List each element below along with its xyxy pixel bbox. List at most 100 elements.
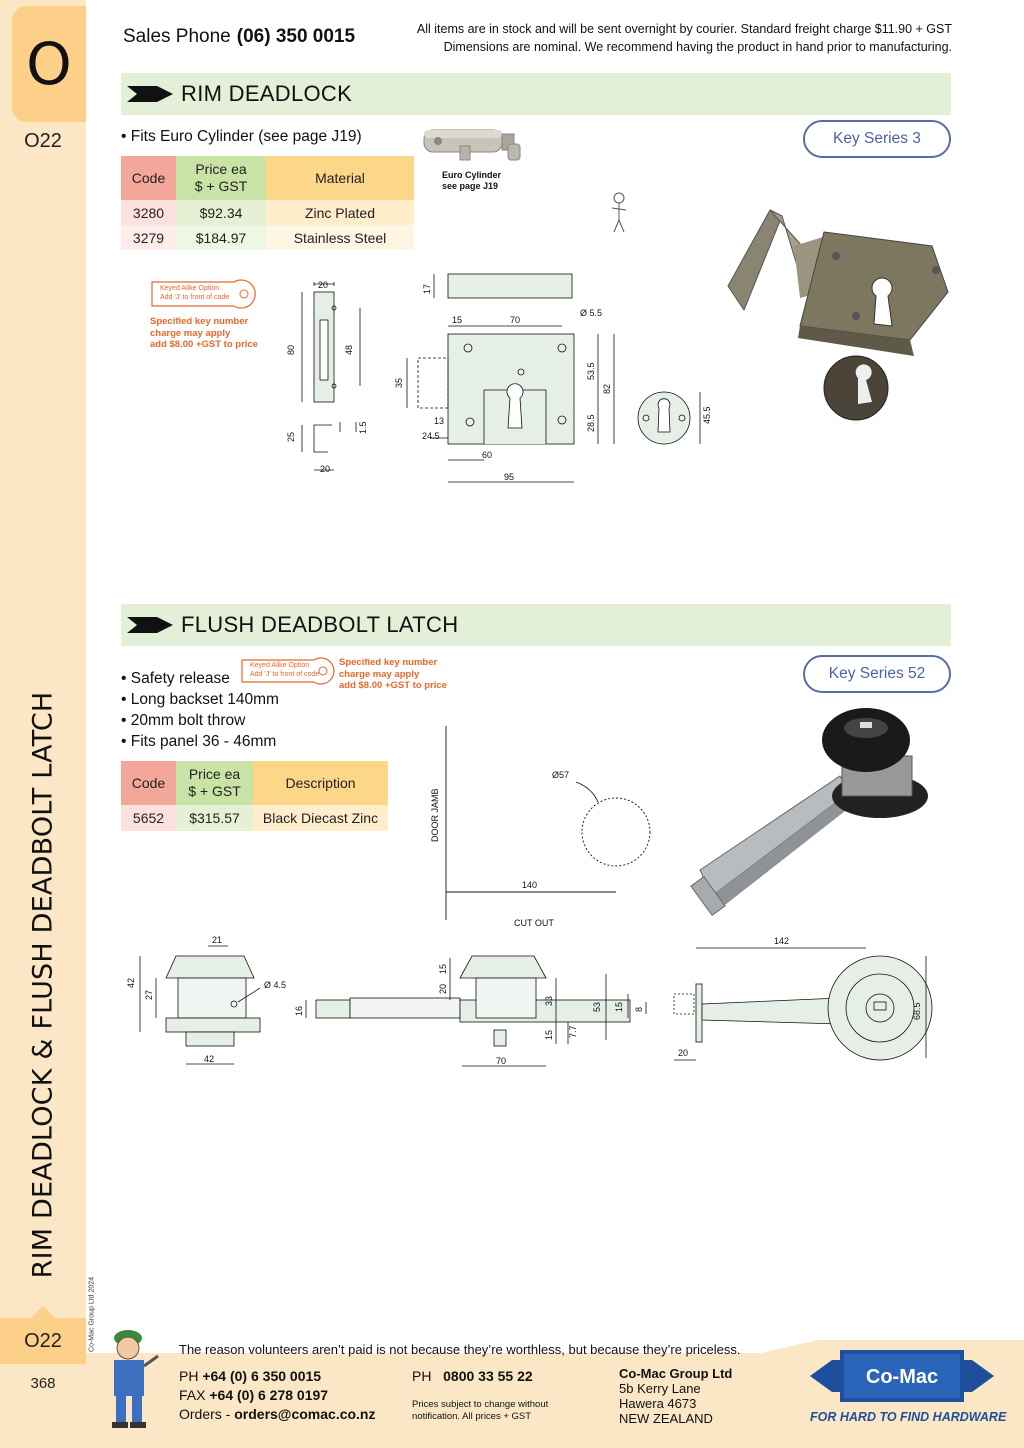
footer-fax[interactable]: +64 (0) 6 278 0197: [209, 1387, 329, 1403]
dim-17: 17: [422, 284, 432, 294]
dim-35: 35: [394, 378, 404, 388]
flush-key-series-button[interactable]: Key Series 52: [803, 655, 951, 693]
footer-prices-note: Prices subject to change without notific…: [412, 1399, 548, 1423]
flush-bullet-4: • Fits panel 36 - 46mm: [121, 733, 277, 750]
header-note-line2: Dimensions are nominal. We recommend hav…: [443, 40, 952, 54]
footer-orders-email[interactable]: orders@comac.co.nz: [234, 1406, 376, 1422]
company-addr2: Hawera 4673: [619, 1396, 697, 1411]
dim-42-side: 42: [126, 978, 136, 988]
dim-20: 20: [438, 984, 448, 994]
flush-deadbolt-photo: [690, 708, 928, 916]
dim-70: 70: [510, 315, 520, 325]
footer-phone[interactable]: +64 (0) 6 350 0015: [202, 1368, 322, 1384]
rim-row2-material: Stainless Steel: [266, 225, 414, 250]
section-tab-letter[interactable]: O: [12, 6, 86, 122]
keyed-alike-tag-icon: [241, 657, 335, 685]
dim-1-5: 1.5: [358, 421, 368, 434]
flush-bullet-2: • Long backset 140mm: [121, 691, 279, 708]
flush-deadbolt-title: FLUSH DEADBOLT LATCH: [181, 612, 459, 637]
flush-deadbolt-section-bar: FLUSH DEADBOLT LATCH: [121, 604, 951, 646]
dim-15-right: 15: [614, 1002, 624, 1012]
rim-bullet: • Fits Euro Cylinder (see page J19): [121, 128, 362, 145]
flush-bullet-1: • Safety release: [121, 670, 230, 687]
rim-row1-material: Zinc Plated: [266, 200, 414, 225]
keyed-alike-tag-icon: [151, 279, 256, 309]
door-jamb-label: DOOR JAMB: [430, 788, 440, 842]
flush-col-price-line1: Price ea: [188, 766, 241, 782]
flush-row1-code: 5652: [121, 805, 176, 831]
rim-col-material: Material: [266, 156, 414, 200]
flush-keyed-tag-line2: Add 'J' to front of code: [250, 671, 320, 678]
dim-24-5: 24.5: [422, 431, 440, 441]
flush-col-description: Description: [253, 761, 388, 805]
flush-bullet-3: • 20mm bolt throw: [121, 712, 246, 729]
flush-keyed-tag-line1: Keyed Alike Option: [250, 662, 310, 669]
dim-80: 80: [286, 345, 296, 355]
dim-70: 70: [496, 1056, 506, 1066]
comac-logo[interactable]: Co-Mac: [810, 1346, 994, 1406]
company-name: Co-Mac Group Ltd: [619, 1366, 733, 1381]
flush-col-code: Code: [121, 761, 176, 805]
flush-note-line1: Specified key number: [339, 657, 438, 668]
dim-53-5: 53.5: [586, 362, 596, 380]
section-code-label: O22: [24, 1329, 62, 1352]
footer-ph-label: PH: [179, 1368, 199, 1384]
section-arrow-icon: [127, 86, 173, 102]
rim-key-charge-note: Specified key number charge may apply ad…: [150, 316, 258, 351]
dim-48: 48: [344, 345, 354, 355]
footer-freephone-number[interactable]: 0800 33 55 22: [443, 1368, 533, 1384]
rim-keyed-tag-line2: Add 'J' to front of code: [160, 294, 230, 301]
rim-col-price-line1: Price ea: [195, 161, 247, 177]
footer-ph2-label: PH: [412, 1368, 432, 1384]
euro-cylinder-caption-line1: Euro Cylinder: [442, 170, 502, 180]
flush-deadbolt-technical-drawing: 21 42 27 Ø 4.5 42 15 20 16 33 15 7.7 70 …: [126, 935, 933, 1067]
dim-8: 8: [634, 1007, 644, 1012]
dim-7-7: 7.7: [568, 1025, 578, 1038]
footer-contacts: PH +64 (0) 6 350 0015 FAX +64 (0) 6 278 …: [179, 1367, 376, 1424]
flush-col-price-line2: $ + GST: [188, 783, 241, 799]
euro-cylinder-caption: Euro Cylinder see page J19: [442, 170, 501, 192]
rim-deadlock-photo: [727, 209, 949, 421]
dim-21: 21: [212, 935, 222, 945]
flush-key-charge-note: Specified key number charge may apply ad…: [339, 657, 447, 692]
footer-prices-note-line1: Prices subject to change without: [412, 1399, 549, 1410]
rim-deadlock-technical-drawing: 20 80 48 25 1.5 20 17 15 70 Ø 5.5 35 13 …: [286, 273, 712, 483]
cutout-dia-label: Ø57: [552, 770, 569, 780]
dim-20-bottom: 20: [320, 464, 330, 474]
dim-53: 53: [592, 1002, 602, 1012]
dim-95: 95: [504, 472, 514, 482]
rim-keyed-tag-line1: Keyed Alike Option: [160, 285, 220, 292]
rim-key-series-button[interactable]: Key Series 3: [803, 120, 951, 158]
dim-15-top: 15: [438, 964, 448, 974]
company-addr1: 5b Kerry Lane: [619, 1381, 701, 1396]
flush-cutout-drawing: DOOR JAMB Ø57 140 CUT OUT: [430, 726, 651, 928]
side-tab-strip: [0, 0, 86, 1448]
dim-45-5: 45.5: [702, 406, 712, 424]
dim-60: 60: [482, 450, 492, 460]
dim-20-top: 20: [318, 280, 328, 290]
rim-note-line3: add $8.00 +GST to price: [150, 339, 258, 350]
vertical-page-title: RIM DEADLOCK & FLUSH DEADBOLT LATCH: [27, 691, 59, 1279]
section-code-bottom: O22: [0, 1306, 86, 1364]
footer-freephone: PH 0800 33 55 22: [412, 1367, 533, 1386]
flush-col-price: Price ea$ + GST: [176, 761, 253, 805]
section-code-top: O22: [24, 130, 62, 152]
rim-note-line1: Specified key number: [150, 316, 249, 327]
rim-note-line2: charge may apply: [150, 327, 231, 339]
rim-col-price-line2: $ + GST: [194, 178, 248, 194]
dim-20-right: 20: [678, 1048, 688, 1058]
rim-price-table: Code Price ea$ + GST Material 3280 $92.3…: [121, 156, 414, 250]
footer-company-address: Co-Mac Group Ltd 5b Kerry Lane Hawera 46…: [619, 1366, 732, 1426]
footer-tagline: FOR HARD TO FIND HARDWARE: [810, 1410, 1007, 1424]
rim-keyed-tag-text: Keyed Alike Option Add 'J' to front of c…: [160, 284, 229, 302]
dim-68-5: 68.5: [912, 1002, 922, 1020]
flush-row1-description: Black Diecast Zinc: [253, 805, 388, 831]
table-row: 5652 $315.57 Black Diecast Zinc: [121, 805, 388, 831]
mascot-icon: [112, 1330, 159, 1428]
header-note-line1: All items are in stock and will be sent …: [416, 22, 952, 36]
dim-82: 82: [602, 384, 612, 394]
sales-phone-number[interactable]: (06) 350 0015: [236, 26, 356, 47]
rim-row1-price: $92.34: [176, 200, 266, 225]
footer-quote: The reason volunteers aren’t paid is not…: [179, 1342, 741, 1357]
footer-fax-label: FAX: [179, 1387, 206, 1403]
